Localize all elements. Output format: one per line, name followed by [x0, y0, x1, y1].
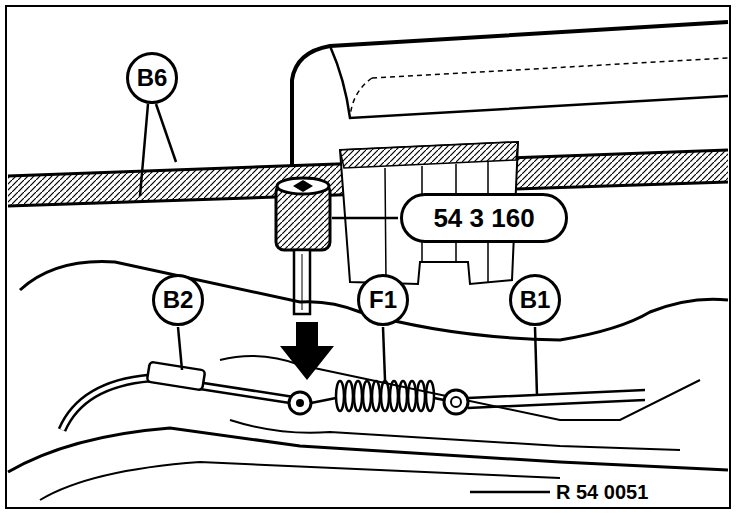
tool-number: 54 3 160 [400, 193, 568, 243]
hood-panel [330, 46, 728, 118]
bracket [230, 420, 680, 450]
callout-text: B2 [163, 288, 194, 312]
body-panel [20, 262, 728, 340]
reservoir-rim [340, 142, 518, 168]
socket-top [277, 178, 329, 194]
figure-number: R 54 0051 [554, 482, 650, 502]
leader-line [140, 104, 550, 492]
seam [372, 58, 728, 78]
callout-circle: B1 [509, 274, 561, 326]
rod [468, 390, 645, 408]
callout-text: B6 [137, 66, 168, 90]
body-panel [40, 462, 560, 500]
cable-sleeve [147, 362, 205, 391]
callout-circle: F1 [357, 274, 409, 326]
socket-hex [293, 180, 313, 192]
socket-shaft [294, 250, 310, 314]
bracket [220, 356, 700, 420]
frame [6, 6, 730, 508]
eyelet [444, 390, 468, 414]
nut [289, 392, 311, 414]
callout-circle: B2 [152, 274, 204, 326]
seam [350, 78, 372, 118]
callout-text: 54 3 160 [433, 205, 534, 231]
callout-text: F1 [369, 288, 397, 312]
callout-text: B1 [520, 288, 551, 312]
spring [311, 381, 444, 411]
callout-circle: B6 [126, 52, 178, 104]
